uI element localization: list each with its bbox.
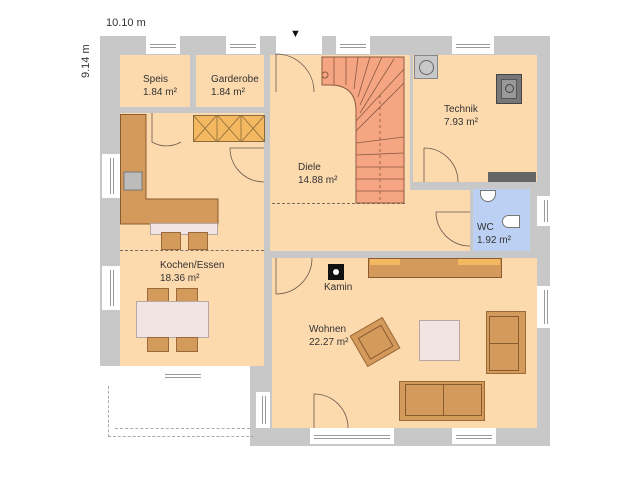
terrace-outline [108, 386, 254, 437]
bar-stool [161, 232, 181, 250]
window [102, 266, 120, 310]
dining-chair [147, 288, 169, 302]
room-label-wc: WC 1.92 m² [477, 222, 511, 246]
entrance-arrow-icon: ▼ [290, 28, 301, 40]
sofa-bottom [399, 381, 485, 421]
window [336, 36, 370, 54]
room-label-wohnen: Wohnen 22.27 m² [309, 324, 349, 348]
window [161, 368, 205, 382]
window [537, 196, 553, 226]
window [452, 428, 496, 444]
room-label-diele: Diele 14.88 m² [298, 162, 338, 186]
bar-stool [188, 232, 208, 250]
window [102, 154, 120, 198]
fireplace-label: Kamin [324, 282, 353, 293]
dining-chair [176, 288, 198, 302]
dining-chair [147, 337, 169, 352]
sink [480, 190, 496, 202]
terrace-line [115, 428, 250, 429]
room-speis [120, 55, 190, 107]
room-label-garderobe: Garderobe 1.84 m² [211, 74, 259, 98]
room-label-speis: Speis 1.84 m² [143, 74, 177, 98]
toilet [502, 215, 520, 228]
window [537, 286, 553, 328]
room-label-technik: Technik 7.93 m² [444, 104, 478, 128]
room-label-kochen-essen: Kochen/Essen 18.36 m² [160, 260, 225, 284]
room-garderobe [196, 55, 264, 107]
ceiling-line [120, 250, 264, 251]
sideboard [368, 258, 502, 278]
room-diele-ext [410, 190, 470, 251]
sofa-right [486, 311, 526, 374]
entrance-door-opening [276, 36, 322, 54]
coffee-table [419, 320, 460, 361]
wardrobe-cabinets [193, 115, 265, 143]
window [226, 36, 260, 54]
boiler [496, 74, 522, 104]
window [452, 36, 494, 54]
width-dimension: 10.10 m [106, 17, 146, 29]
fireplace [328, 264, 344, 280]
window [146, 36, 180, 54]
dining-chair [176, 337, 198, 352]
kitchen-counter [120, 114, 219, 225]
window [256, 392, 270, 428]
ceiling-line [272, 203, 405, 204]
chimney-shaft [414, 55, 438, 79]
terrace-door [310, 428, 394, 444]
dining-table [136, 301, 209, 338]
technik-unit [488, 172, 536, 182]
